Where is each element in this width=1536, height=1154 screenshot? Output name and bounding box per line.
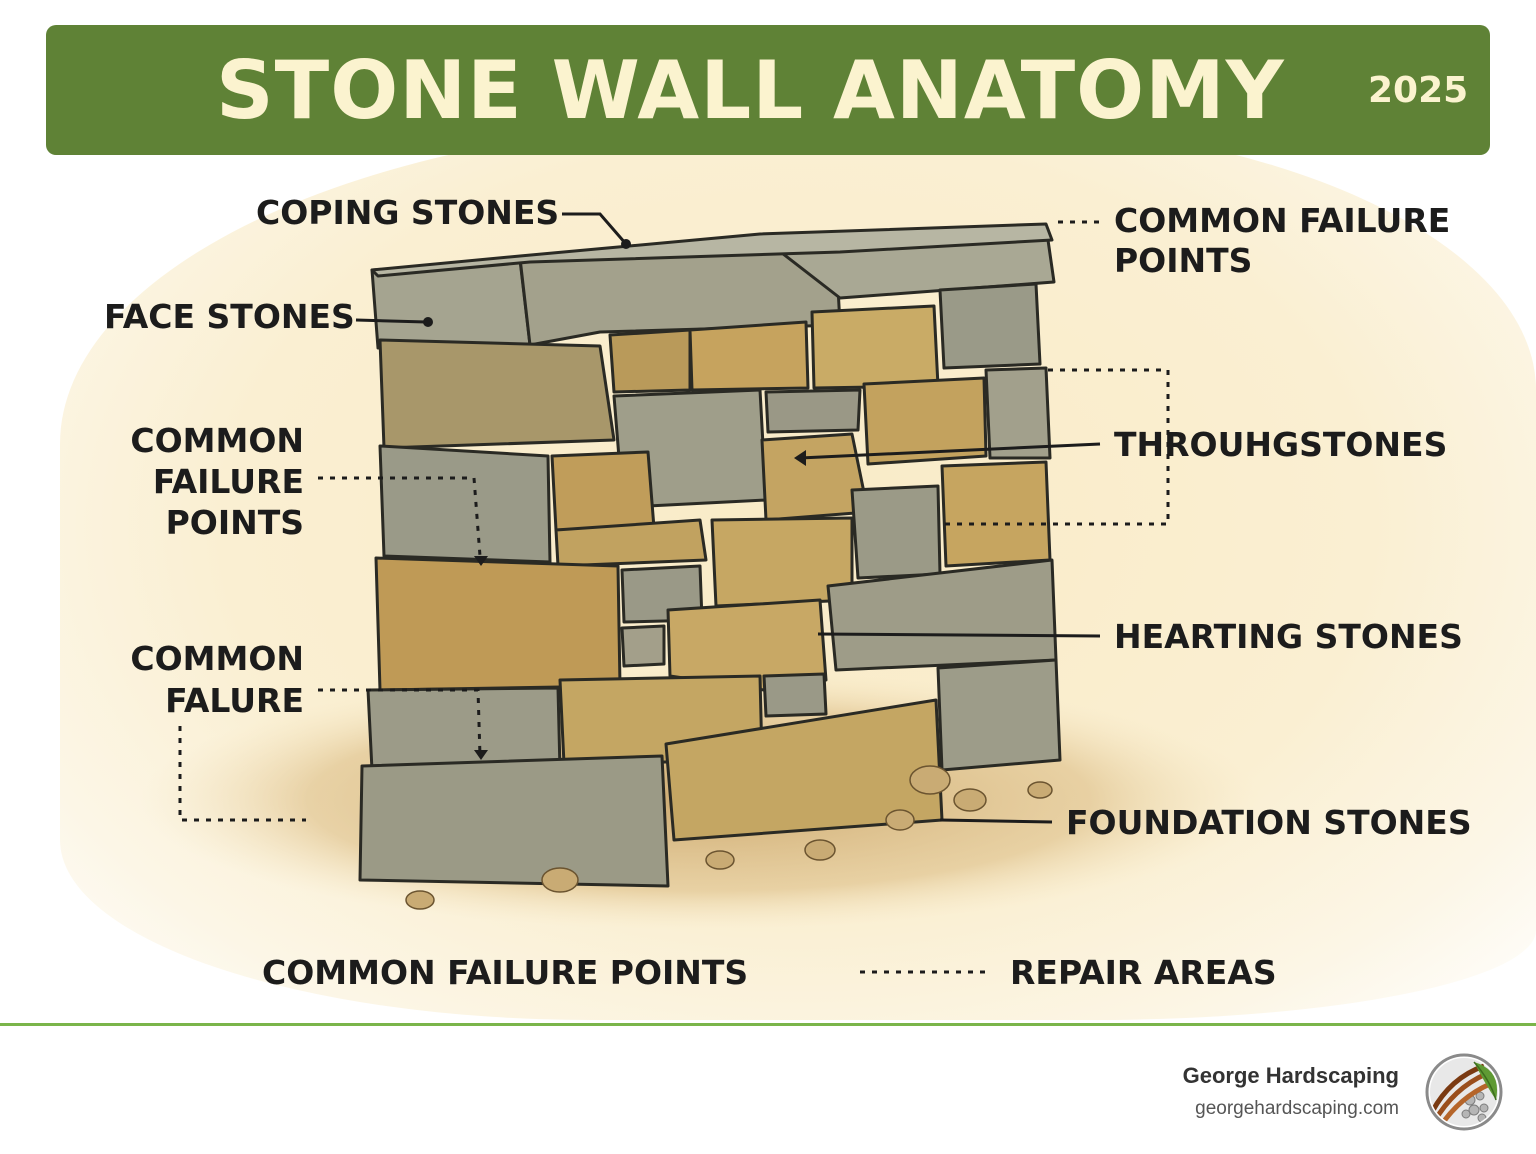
face-stone [554,518,708,568]
company-name: George Hardscaping [1182,1063,1399,1088]
coping-top [370,222,1054,278]
label-foundation-stones: FOUNDATION STONES [1066,803,1472,842]
failure-left-arrow [474,556,488,566]
label-failure-top-right-line2: POINTS [1114,241,1253,280]
pebble [405,890,435,910]
foundation-leader-line [939,818,1053,824]
label-failure-left-lower-line1: COMMON [130,639,304,678]
label-face-stones: FACE STONES [104,297,355,336]
hearting-leader-line [817,632,1101,638]
face-stone [366,686,562,772]
throughstones-arrow [794,450,806,466]
page-title: STONE WALL ANATOMY [216,44,1285,137]
pebble [541,867,579,893]
face-stone [850,484,942,580]
legend-failure-points: COMMON FAILURE POINTS [262,953,749,992]
footer-divider [0,1023,1536,1026]
face-stone [378,444,552,564]
face-stone [374,556,622,692]
face-stone [608,328,692,394]
face-stone [688,320,810,392]
throughstones-leader-line [799,442,1101,460]
failure-left-lower-dashed-line [318,688,482,757]
pebble [705,850,735,870]
face-stone [550,450,656,532]
coping-leader-line [562,212,628,245]
label-throughstones: THROUHGSTONES [1114,425,1448,464]
company-url[interactable]: georgehardscaping.com [1195,1098,1399,1119]
year-badge: 2025 [1368,70,1469,111]
throughstones-bracket-dashed [944,368,1170,526]
pebble [804,839,836,861]
pebble [909,765,951,795]
face-leader-line [355,318,427,324]
leaf-stone-logo-icon [1425,1053,1503,1131]
face-stone [620,624,666,668]
face-stone [984,366,1052,460]
failure-left-lower-arrow [474,750,488,760]
label-hearting-stones: HEARTING STONES [1114,617,1463,656]
face-stone [378,338,616,450]
face-stone [862,376,988,466]
pebble [885,809,915,831]
label-coping-stones: COPING STONES [256,193,560,232]
coping-leader-dot [621,239,631,249]
stone-wall-illustration [140,212,1260,974]
face-leader-dot [423,317,433,327]
failure-left-dashed-line [318,476,482,557]
label-failure-left-line2: FAILURE [152,462,304,501]
face-stone [940,460,1052,568]
face-stone [810,304,940,390]
pebble [953,788,987,812]
legend-repair-areas: REPAIR AREAS [1010,953,1277,992]
pebble [1027,781,1053,799]
label-failure-left-line3: POINTS [165,503,304,542]
face-stone [762,672,828,718]
face-stone [938,282,1042,370]
label-failure-left-line1: COMMON [130,421,304,460]
label-failure-top-right-line1: COMMON FAILURE [1114,201,1451,240]
foundation-stone [358,754,670,888]
face-stone [936,658,1062,772]
title-banner [46,25,1490,155]
face-stone [764,388,862,434]
label-failure-left-lower-line2: FALURE [165,681,304,720]
